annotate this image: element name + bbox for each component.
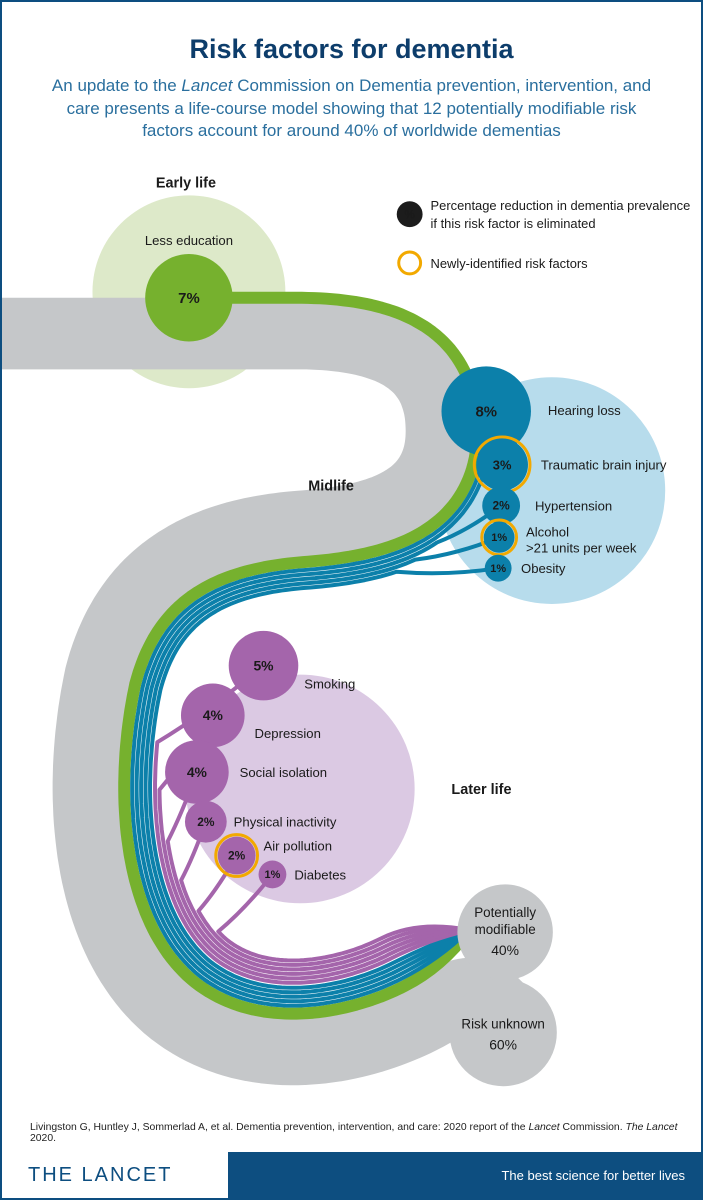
risk-value-diabetes: 1% xyxy=(265,869,281,881)
risk-value-depression: 4% xyxy=(203,707,223,723)
citation: Livingston G, Huntley J, Sommerlad A, et… xyxy=(30,1122,678,1144)
outcome-label-risk-unknown: Risk unknown xyxy=(461,1017,544,1032)
flow-stream-hypertension xyxy=(139,503,503,999)
risk-label-traumatic-brain-injury: Traumatic brain injury xyxy=(541,458,667,473)
lancet-wordmark: THE LANCET xyxy=(2,1152,228,1198)
risk-label-social-isolation: Social isolation xyxy=(240,765,327,780)
risk-value-obesity: 1% xyxy=(490,563,506,575)
new-risk-ring-air-pollution xyxy=(214,833,260,878)
outcome-value-potentially-modifiable: 40% xyxy=(491,942,519,958)
outcome-label-potentially-modifiable: Potentially xyxy=(474,905,536,920)
flow-stream-depression xyxy=(157,714,470,981)
risk-label-less-education: Less education xyxy=(145,233,233,248)
risk-value-smoking: 5% xyxy=(253,657,273,673)
page-title: Risk factors for dementia xyxy=(189,34,514,64)
risk-label-diabetes: Diabetes xyxy=(294,867,346,882)
flow-stream-obesity xyxy=(148,566,499,990)
risk-circle-hearing-loss xyxy=(441,366,531,456)
risk-circle-diabetes xyxy=(258,860,287,889)
risk-value-physical-inactivity: 2% xyxy=(197,815,215,829)
flow-stream-hearing-loss xyxy=(130,410,489,1008)
flow-stream-social-isolation xyxy=(165,771,470,976)
footer-tagline-bar: The best science for better lives xyxy=(228,1152,701,1198)
percent-badge-icon xyxy=(396,201,423,228)
risk-label-hypertension: Hypertension xyxy=(535,499,612,514)
outcome-circle-risk-unknown xyxy=(449,978,557,1087)
stage-label-later-life: Later life xyxy=(451,782,511,798)
stage-label-early-life: Early life xyxy=(156,175,216,191)
risk-circle-physical-inactivity xyxy=(184,800,227,843)
page-subtitle: An update to the Lancet Commission on De… xyxy=(51,76,652,141)
risk-label-air-pollution: Air pollution xyxy=(264,839,333,854)
risk-circle-traumatic-brain-injury xyxy=(476,438,528,491)
legend-item-2: Newly-identified risk factors xyxy=(431,256,588,271)
header: Risk factors for dementia An update to t… xyxy=(2,34,701,143)
percent-badge-symbol: % xyxy=(404,208,415,222)
risk-label-obesity: Obesity xyxy=(521,561,566,576)
footer: THE LANCET The best science for better l… xyxy=(2,1152,701,1198)
risk-value-alcohol: 1% xyxy=(491,532,507,544)
risk-value-hearing-loss: 8% xyxy=(475,404,497,420)
risk-value-air-pollution: 2% xyxy=(228,849,246,863)
flow-stream-physical-inactivity xyxy=(179,821,470,972)
risk-value-hypertension: 2% xyxy=(493,499,511,513)
risk-sublabel-alcohol: >21 units per week xyxy=(526,540,637,555)
risk-circle-depression xyxy=(180,683,245,748)
outcome-circle-potentially-modifiable xyxy=(457,884,553,980)
risk-label-depression: Depression xyxy=(255,726,321,741)
risk-label-hearing-loss: Hearing loss xyxy=(548,403,621,418)
risk-circle-less-education xyxy=(145,253,233,342)
flow-stream-diabetes xyxy=(216,873,470,963)
risk-circle-social-isolation xyxy=(165,740,229,804)
legend-item-1: if this risk factor is eliminated xyxy=(431,216,596,231)
risk-circle-obesity xyxy=(484,554,512,582)
outcome-value-risk-unknown: 60% xyxy=(489,1036,517,1052)
risk-circle-air-pollution xyxy=(217,836,256,875)
risk-label-physical-inactivity: Physical inactivity xyxy=(234,815,337,830)
risk-label-alcohol: Alcohol xyxy=(526,524,569,539)
risk-value-traumatic-brain-injury: 3% xyxy=(493,457,512,472)
risk-circle-alcohol xyxy=(483,521,515,553)
footer-tagline: The best science for better lives xyxy=(501,1167,685,1183)
risk-circle-hypertension xyxy=(482,486,521,525)
risk-label-smoking: Smoking xyxy=(304,676,355,691)
legend-item-1: Percentage reduction in dementia prevale… xyxy=(431,198,691,213)
stage-label-midlife: Midlife xyxy=(308,479,354,495)
new-risk-ring-alcohol xyxy=(480,518,519,557)
flow-stream-air-pollution xyxy=(196,854,470,967)
risk-value-less-education: 7% xyxy=(178,291,200,307)
flow-stream-traumatic-brain-injury xyxy=(134,463,504,1004)
outcome-label-potentially-modifiable: modifiable xyxy=(475,922,536,937)
flow-ribbon-gray xyxy=(2,297,541,1086)
risk-circle-smoking xyxy=(228,630,299,701)
flow-stream-smoking xyxy=(153,664,470,985)
risk-value-social-isolation: 4% xyxy=(187,764,207,780)
flow-stream-less-education xyxy=(118,291,484,1020)
newly-identified-ring-icon xyxy=(397,250,423,276)
flow-stream-alcohol xyxy=(143,535,500,995)
